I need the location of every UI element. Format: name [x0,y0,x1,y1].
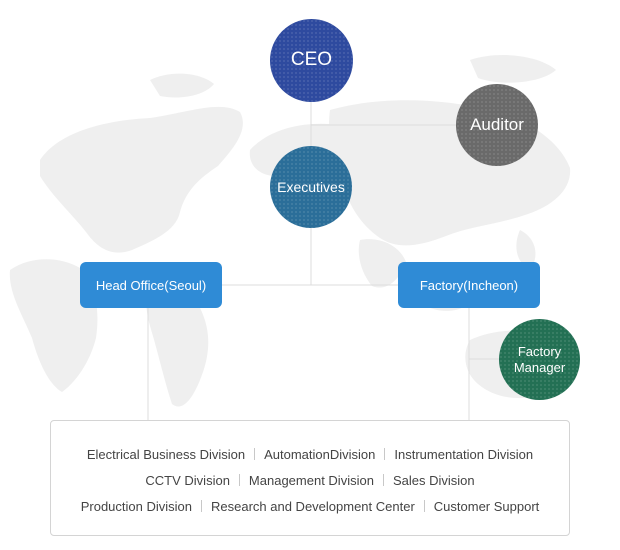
divider [254,448,256,460]
factory-manager-node: Factory Manager [499,319,580,400]
divisions-row: CCTV Division Management Division Sales … [51,467,569,493]
division-item: Management Division [248,472,374,488]
head-office-node: Head Office(Seoul) [80,262,222,308]
factory-label: Factory(Incheon) [419,277,519,293]
auditor-node: Auditor [456,84,538,166]
ceo-node: CEO [270,19,353,102]
ceo-label: CEO [290,49,333,71]
division-item: Instrumentation Division [394,446,534,462]
divider [382,474,384,486]
divider [423,500,425,512]
division-item: Production Division [80,498,192,514]
divisions-row: Electrical Business Division AutomationD… [51,441,569,467]
divider [201,500,202,512]
divisions-row: Production Division Research and Develop… [51,493,569,519]
factory-manager-label: Factory Manager [513,343,566,375]
division-item: CCTV Division [145,472,230,488]
division-item: Electrical Business Division [86,446,246,462]
executives-node: Executives [270,146,352,228]
factory-node: Factory(Incheon) [398,262,540,308]
executives-label: Executives [277,178,345,195]
division-item: Research and Development Center [211,498,415,514]
division-item: Customer Support [433,498,540,514]
divider [238,474,240,486]
head-office-label: Head Office(Seoul) [95,277,207,293]
division-item: Sales Division [392,472,475,488]
auditor-label: Auditor [470,114,524,134]
divider [384,448,386,460]
divisions-box: Electrical Business Division AutomationD… [50,420,570,536]
division-item: AutomationDivision [264,446,376,462]
